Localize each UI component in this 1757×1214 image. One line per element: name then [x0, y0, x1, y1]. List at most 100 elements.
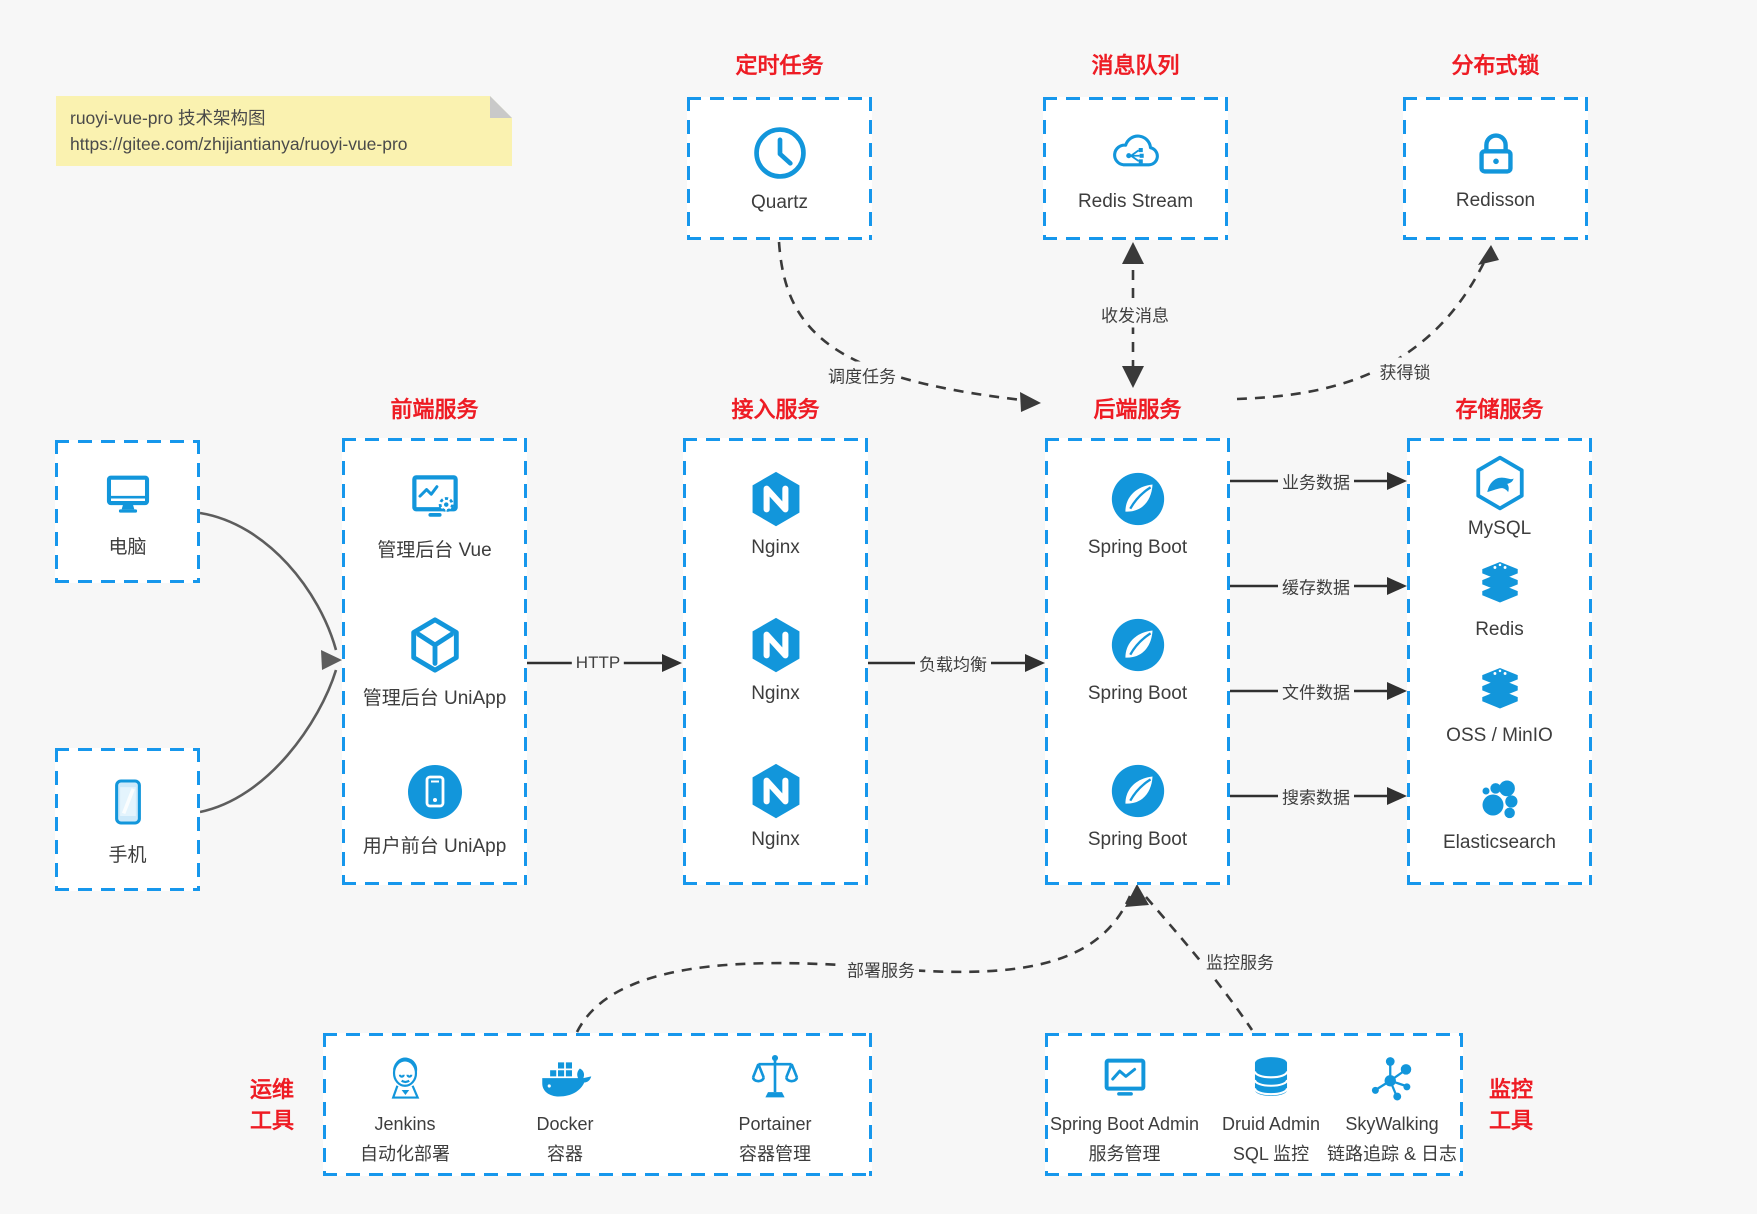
group-title-mq: 消息队列	[1091, 53, 1180, 78]
item-label: Redis Stream	[1077, 191, 1194, 212]
note-url: https://gitee.com/zhijiantianya/ruoyi-vu…	[70, 134, 408, 154]
box-computer: 电脑	[55, 440, 200, 583]
devops-item-docker: Docker 容器	[495, 1051, 635, 1167]
quartz-clock-icon	[750, 123, 810, 183]
edge-label-http: HTTP	[571, 652, 625, 674]
item-label: 用户前台 UniApp	[362, 836, 507, 857]
edge-schedule	[777, 241, 1023, 402]
item-desc: 容器	[547, 1144, 583, 1164]
item-desc: 服务管理	[1088, 1144, 1161, 1164]
item-label: Redisson	[1455, 190, 1536, 211]
item-name: Docker	[536, 1114, 594, 1134]
group-title-storage: 存储服务	[1455, 397, 1544, 422]
edge-label-load-balance: 负载均衡	[915, 649, 991, 677]
druid-database-icon	[1244, 1051, 1298, 1107]
item-label: Elasticsearch	[1443, 832, 1556, 853]
box-scheduled: Quartz	[687, 97, 872, 240]
storage-item-elasticsearch: Elasticsearch	[1407, 770, 1592, 854]
nginx-icon	[746, 614, 806, 676]
edge-label-get-lock: 获得锁	[1375, 357, 1435, 385]
item-desc: 链路追踪 & 日志	[1326, 1144, 1457, 1164]
spring-boot-icon	[1107, 468, 1169, 530]
edge-label-deploy: 部署服务	[843, 955, 919, 983]
box-devops: Jenkins 自动化部署 Docker 容器	[323, 1033, 872, 1176]
frontend-item-uniapp-user: 用户前台 UniApp	[342, 760, 527, 858]
user-frontend-phone-circle-icon	[403, 760, 467, 824]
item-label: OSS / MinIO	[1446, 725, 1553, 746]
client-arrows	[199, 511, 338, 814]
box-mq: Redis Stream	[1043, 97, 1228, 240]
group-title-scheduled: 定时任务	[735, 53, 824, 78]
side-title-devops-line2: 工具	[249, 1108, 294, 1133]
box-monitor-tools: Spring Boot Admin 服务管理 Druid Admin SQL 监…	[1045, 1033, 1463, 1176]
portainer-scales-icon	[747, 1051, 803, 1107]
note-title: ruoyi-vue-pro 技术架构图	[70, 108, 266, 128]
group-title-frontend: 前端服务	[390, 397, 479, 422]
side-title-monitor-line2: 工具	[1488, 1108, 1533, 1133]
oss-minio-stack-icon	[1471, 665, 1529, 719]
side-title-devops: 运维 工具	[232, 1074, 312, 1136]
devops-item-portainer: Portainer 容器管理	[705, 1051, 845, 1167]
item-name: Jenkins	[374, 1114, 436, 1134]
storage-item-mysql: MySQL	[1407, 454, 1592, 540]
item-desc: 容器管理	[739, 1144, 811, 1164]
arrowhead-clients	[321, 650, 342, 670]
item-name: Portainer	[738, 1114, 812, 1134]
group-title-lock: 分布式锁	[1451, 53, 1540, 78]
item-label: Spring Boot	[1087, 829, 1188, 850]
edge-label-monitor: 监控服务	[1202, 947, 1278, 975]
admin-vue-monitor-gear-icon	[404, 468, 466, 528]
redis-stack-icon	[1471, 559, 1529, 613]
monitor-item-skywalking: SkyWalking 链路追踪 & 日志	[1322, 1051, 1462, 1167]
solid-arrows	[527, 479, 1389, 798]
phone-icon	[100, 773, 156, 831]
item-label: Spring Boot	[1087, 537, 1188, 558]
uniapp-cube-icon	[404, 614, 466, 676]
nginx-icon	[746, 468, 806, 530]
item-label: Nginx	[751, 537, 800, 558]
edge-label-schedule: 调度任务	[824, 361, 900, 389]
side-title-devops-line1: 运维	[249, 1077, 294, 1102]
skywalking-topology-icon	[1364, 1051, 1420, 1107]
item-label: Redis	[1475, 619, 1524, 640]
edge-computer-frontend	[199, 511, 338, 651]
box-frontend: 管理后台 Vue 管理后台 UniApp 用户前台 UniApp	[342, 438, 527, 885]
backend-item-spring-2: Spring Boot	[1045, 614, 1230, 705]
box-phone: 手机	[55, 748, 200, 891]
edge-label-file-data: 文件数据	[1278, 677, 1354, 705]
gateway-item-nginx-2: Nginx	[683, 614, 868, 705]
backend-item-spring-3: Spring Boot	[1045, 760, 1230, 851]
edge-get-lock	[1236, 253, 1490, 401]
jenkins-icon	[378, 1051, 432, 1107]
side-title-monitor-line1: 监控	[1488, 1077, 1533, 1102]
item-label: Spring Boot	[1087, 683, 1188, 704]
redisson-lock-icon	[1468, 125, 1524, 181]
edge-label-search-data: 搜索数据	[1278, 782, 1354, 810]
edge-label-biz-data: 业务数据	[1278, 467, 1354, 495]
item-name: SkyWalking	[1345, 1114, 1439, 1134]
box-storage: MySQL Redis	[1407, 438, 1592, 885]
storage-item-redis: Redis	[1407, 559, 1592, 641]
computer-monitor-icon	[97, 465, 159, 523]
redis-stream-cloud-icon	[1104, 124, 1168, 182]
gateway-item-nginx-3: Nginx	[683, 760, 868, 851]
box-gateway: Nginx Nginx Nginx	[683, 438, 868, 885]
spring-boot-admin-monitor-icon	[1095, 1051, 1155, 1107]
item-label: 电脑	[108, 536, 147, 558]
edge-label-cache-data: 缓存数据	[1278, 572, 1354, 600]
edge-phone-frontend	[199, 669, 338, 814]
gateway-item-nginx-1: Nginx	[683, 468, 868, 559]
elasticsearch-cluster-icon	[1472, 770, 1528, 826]
box-backend: Spring Boot Spring Boot Spring Boot	[1045, 438, 1230, 885]
side-title-monitor: 监控 工具	[1471, 1074, 1551, 1136]
box-lock: Redisson	[1403, 97, 1588, 240]
storage-item-oss: OSS / MinIO	[1407, 665, 1592, 747]
item-desc: SQL 监控	[1232, 1144, 1310, 1164]
item-label: Nginx	[751, 829, 800, 850]
spring-boot-icon	[1107, 614, 1169, 676]
item-label: MySQL	[1467, 518, 1532, 539]
item-label: 管理后台 Vue	[377, 540, 492, 561]
devops-item-jenkins: Jenkins 自动化部署	[335, 1051, 475, 1167]
frontend-item-uniapp-admin: 管理后台 UniApp	[342, 614, 527, 710]
monitor-item-druid: Druid Admin SQL 监控	[1206, 1051, 1336, 1167]
